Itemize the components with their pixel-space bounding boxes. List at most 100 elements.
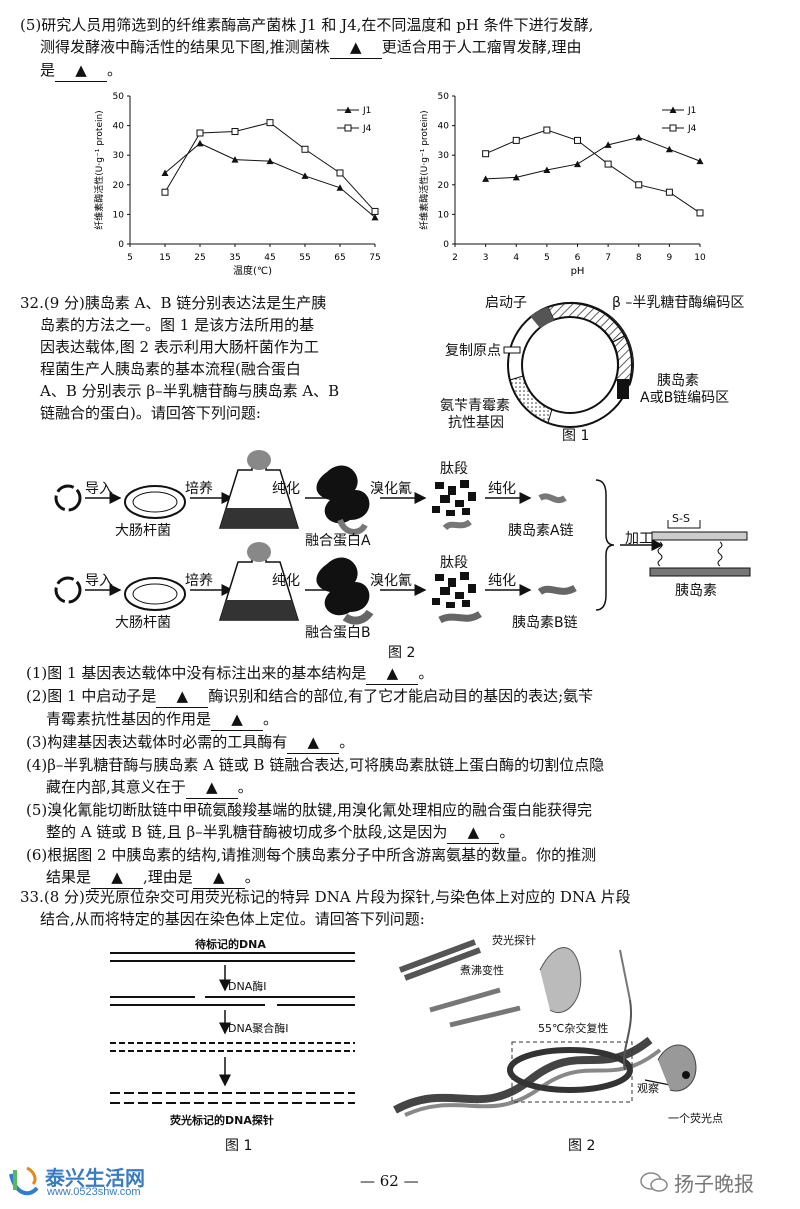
data-point-J1 — [371, 213, 379, 221]
x-axis-label: pH — [571, 266, 585, 277]
q32-item1: (1)图 1 基因表达载体中没有标注出来的基本结构是▲。 — [26, 662, 796, 685]
answer-blank[interactable]: ▲ — [366, 662, 419, 685]
q31-line3: 是▲。 — [20, 59, 790, 82]
hybrid-label: 55℃杂交复性 — [538, 1022, 609, 1035]
site-logo-icon — [9, 1166, 39, 1196]
fusion-a-label: 融合蛋白A — [305, 533, 371, 549]
plasmid-diagram — [503, 301, 634, 428]
fusion-b-label: 融合蛋白B — [305, 625, 371, 641]
x-tick-label: 75 — [369, 253, 380, 263]
data-point-J4 — [196, 129, 204, 137]
legend-marker-J1 — [669, 106, 677, 113]
x-tick-label: 9 — [667, 253, 673, 263]
legend-label-J1: J1 — [687, 106, 696, 116]
data-point-J1 — [161, 169, 169, 176]
series-line-J1 — [485, 136, 701, 180]
x-tick-label: 5 — [544, 253, 550, 263]
y-tick-label: 50 — [438, 92, 450, 102]
purify-label: 纯化 — [272, 481, 300, 497]
series-line-J1 — [164, 142, 376, 218]
x-tick-label: 4 — [513, 253, 519, 263]
dna-bottom-label: 荧光标记的DNA探针 — [170, 1114, 274, 1127]
x-tick-label: 7 — [605, 253, 611, 263]
q31-item5: (5)研究人员用筛选到的纤维素酶高产菌株 J1 和 J4,在不同温度和 pH 条… — [20, 14, 790, 82]
y-tick-label: 0 — [443, 240, 449, 250]
amp-label-2: 抗性基因 — [448, 415, 504, 431]
legend-label-J4: J4 — [362, 124, 372, 134]
data-point-J4 — [266, 119, 274, 127]
chain-b-label: 胰岛素B链 — [512, 615, 578, 631]
answer-blank[interactable]: ▲ — [447, 821, 500, 844]
chain-a-label: 胰岛素A链 — [508, 523, 574, 539]
wechat-icon — [640, 1172, 668, 1192]
q31-line2: 测得发酵液中酶活性的结果见下图,推测菌株▲更适合用于人工瘤胃发酵,理由 — [20, 36, 790, 59]
q33-intro: 33.(8 分)荧光原位杂交可用荧光标记的特异 DNA 片段为探针,与染色体上对… — [20, 888, 631, 928]
y-tick-label: 30 — [113, 151, 125, 161]
x-tick-label: 10 — [694, 253, 706, 263]
import-label: 导入 — [85, 573, 113, 589]
probe-labeling-diagram — [110, 952, 355, 1104]
data-point-J1 — [665, 145, 673, 153]
x-tick-label: 25 — [194, 253, 205, 263]
data-point-J1 — [266, 157, 274, 165]
wechat-name: 扬子晚报 — [674, 1172, 754, 1196]
enzyme2-label: DNA聚合酶I — [228, 1022, 289, 1035]
data-point-J1 — [336, 184, 344, 191]
data-point-J4 — [301, 145, 309, 153]
purify-label: 纯化 — [488, 573, 516, 589]
y-tick-label: 10 — [438, 210, 450, 220]
data-point-J4 — [512, 136, 520, 144]
amp-label-1: 氨苄青霉素 — [440, 398, 510, 414]
legend-label-J1: J1 — [362, 106, 371, 116]
legend-marker-J4 — [669, 124, 677, 132]
cnbr-label: 溴化氰 — [370, 481, 412, 497]
process-label: 加工 — [625, 531, 653, 547]
q31-line1: (5)研究人员用筛选到的纤维素酶高产菌株 J1 和 J4,在不同温度和 pH 条… — [20, 16, 594, 34]
y-tick-label: 30 — [438, 151, 450, 161]
q32-item4: (4)β–半乳糖苷酶与胰岛素 A 链或 B 链融合表达,可将胰岛素肽链上蛋白酶的… — [26, 756, 605, 774]
fig2-caption-q33: 图 2 — [568, 1138, 596, 1154]
ecoli-label: 大肠杆菌 — [115, 615, 171, 631]
answer-blank[interactable]: ▲ — [91, 866, 144, 889]
y-tick-label: 0 — [118, 240, 124, 250]
dna-top-label: 待标记的DNA — [195, 938, 266, 951]
data-point-J4 — [161, 188, 169, 196]
answer-blank[interactable]: ▲ — [211, 708, 264, 731]
q32-item6: (6)根据图 2 中胰岛素的结构,请推测每个胰岛素分子中所含游离氨基的数量。你的… — [26, 846, 597, 864]
answer-blank[interactable]: ▲ — [287, 731, 340, 754]
data-point-J1 — [512, 173, 520, 181]
data-point-J1 — [482, 175, 490, 182]
denature-label: 煮沸变性 — [460, 964, 504, 977]
answer-blank[interactable]: ▲ — [192, 866, 245, 889]
spot-label: 一个荧光点 — [668, 1112, 723, 1125]
ss-label: S-S — [672, 512, 690, 525]
y-tick-label: 20 — [113, 181, 125, 191]
q32-item5: (5)溴化氰能切断肽链中甲硫氨酸羧基端的肽键,用溴化氰处理相应的融合蛋白能获得完 — [26, 801, 593, 819]
y-tick-label: 40 — [438, 122, 450, 132]
cnbr-label: 溴化氰 — [370, 573, 412, 589]
data-point-J4 — [336, 169, 344, 177]
legend-label-J4: J4 — [687, 124, 697, 134]
answer-blank[interactable]: ▲ — [55, 59, 108, 82]
x-tick-label: 2 — [452, 253, 458, 263]
legend-marker-J1 — [344, 106, 352, 113]
x-tick-label: 5 — [127, 253, 133, 263]
ecoli-label: 大肠杆菌 — [115, 523, 171, 539]
site-watermark: 泰兴生活网 www.0523shw.com — [5, 1162, 165, 1202]
data-point-J4 — [665, 188, 673, 196]
data-point-J4 — [604, 160, 612, 168]
answer-blank[interactable]: ▲ — [185, 776, 238, 799]
x-tick-label: 8 — [636, 253, 642, 263]
fig2-caption: 图 2 — [388, 645, 416, 661]
answer-blank[interactable]: ▲ — [329, 36, 382, 59]
answer-blank[interactable]: ▲ — [156, 685, 209, 708]
row-b — [54, 542, 577, 625]
data-point-J4 — [482, 150, 490, 158]
import-label: 导入 — [85, 481, 113, 497]
site-name: 泰兴生活网 — [45, 1168, 145, 1190]
x-tick-label: 6 — [575, 253, 581, 263]
wechat-watermark: 扬子晚报 — [640, 1168, 790, 1198]
data-point-J4 — [696, 209, 704, 217]
amp-resistance-region — [509, 375, 553, 424]
